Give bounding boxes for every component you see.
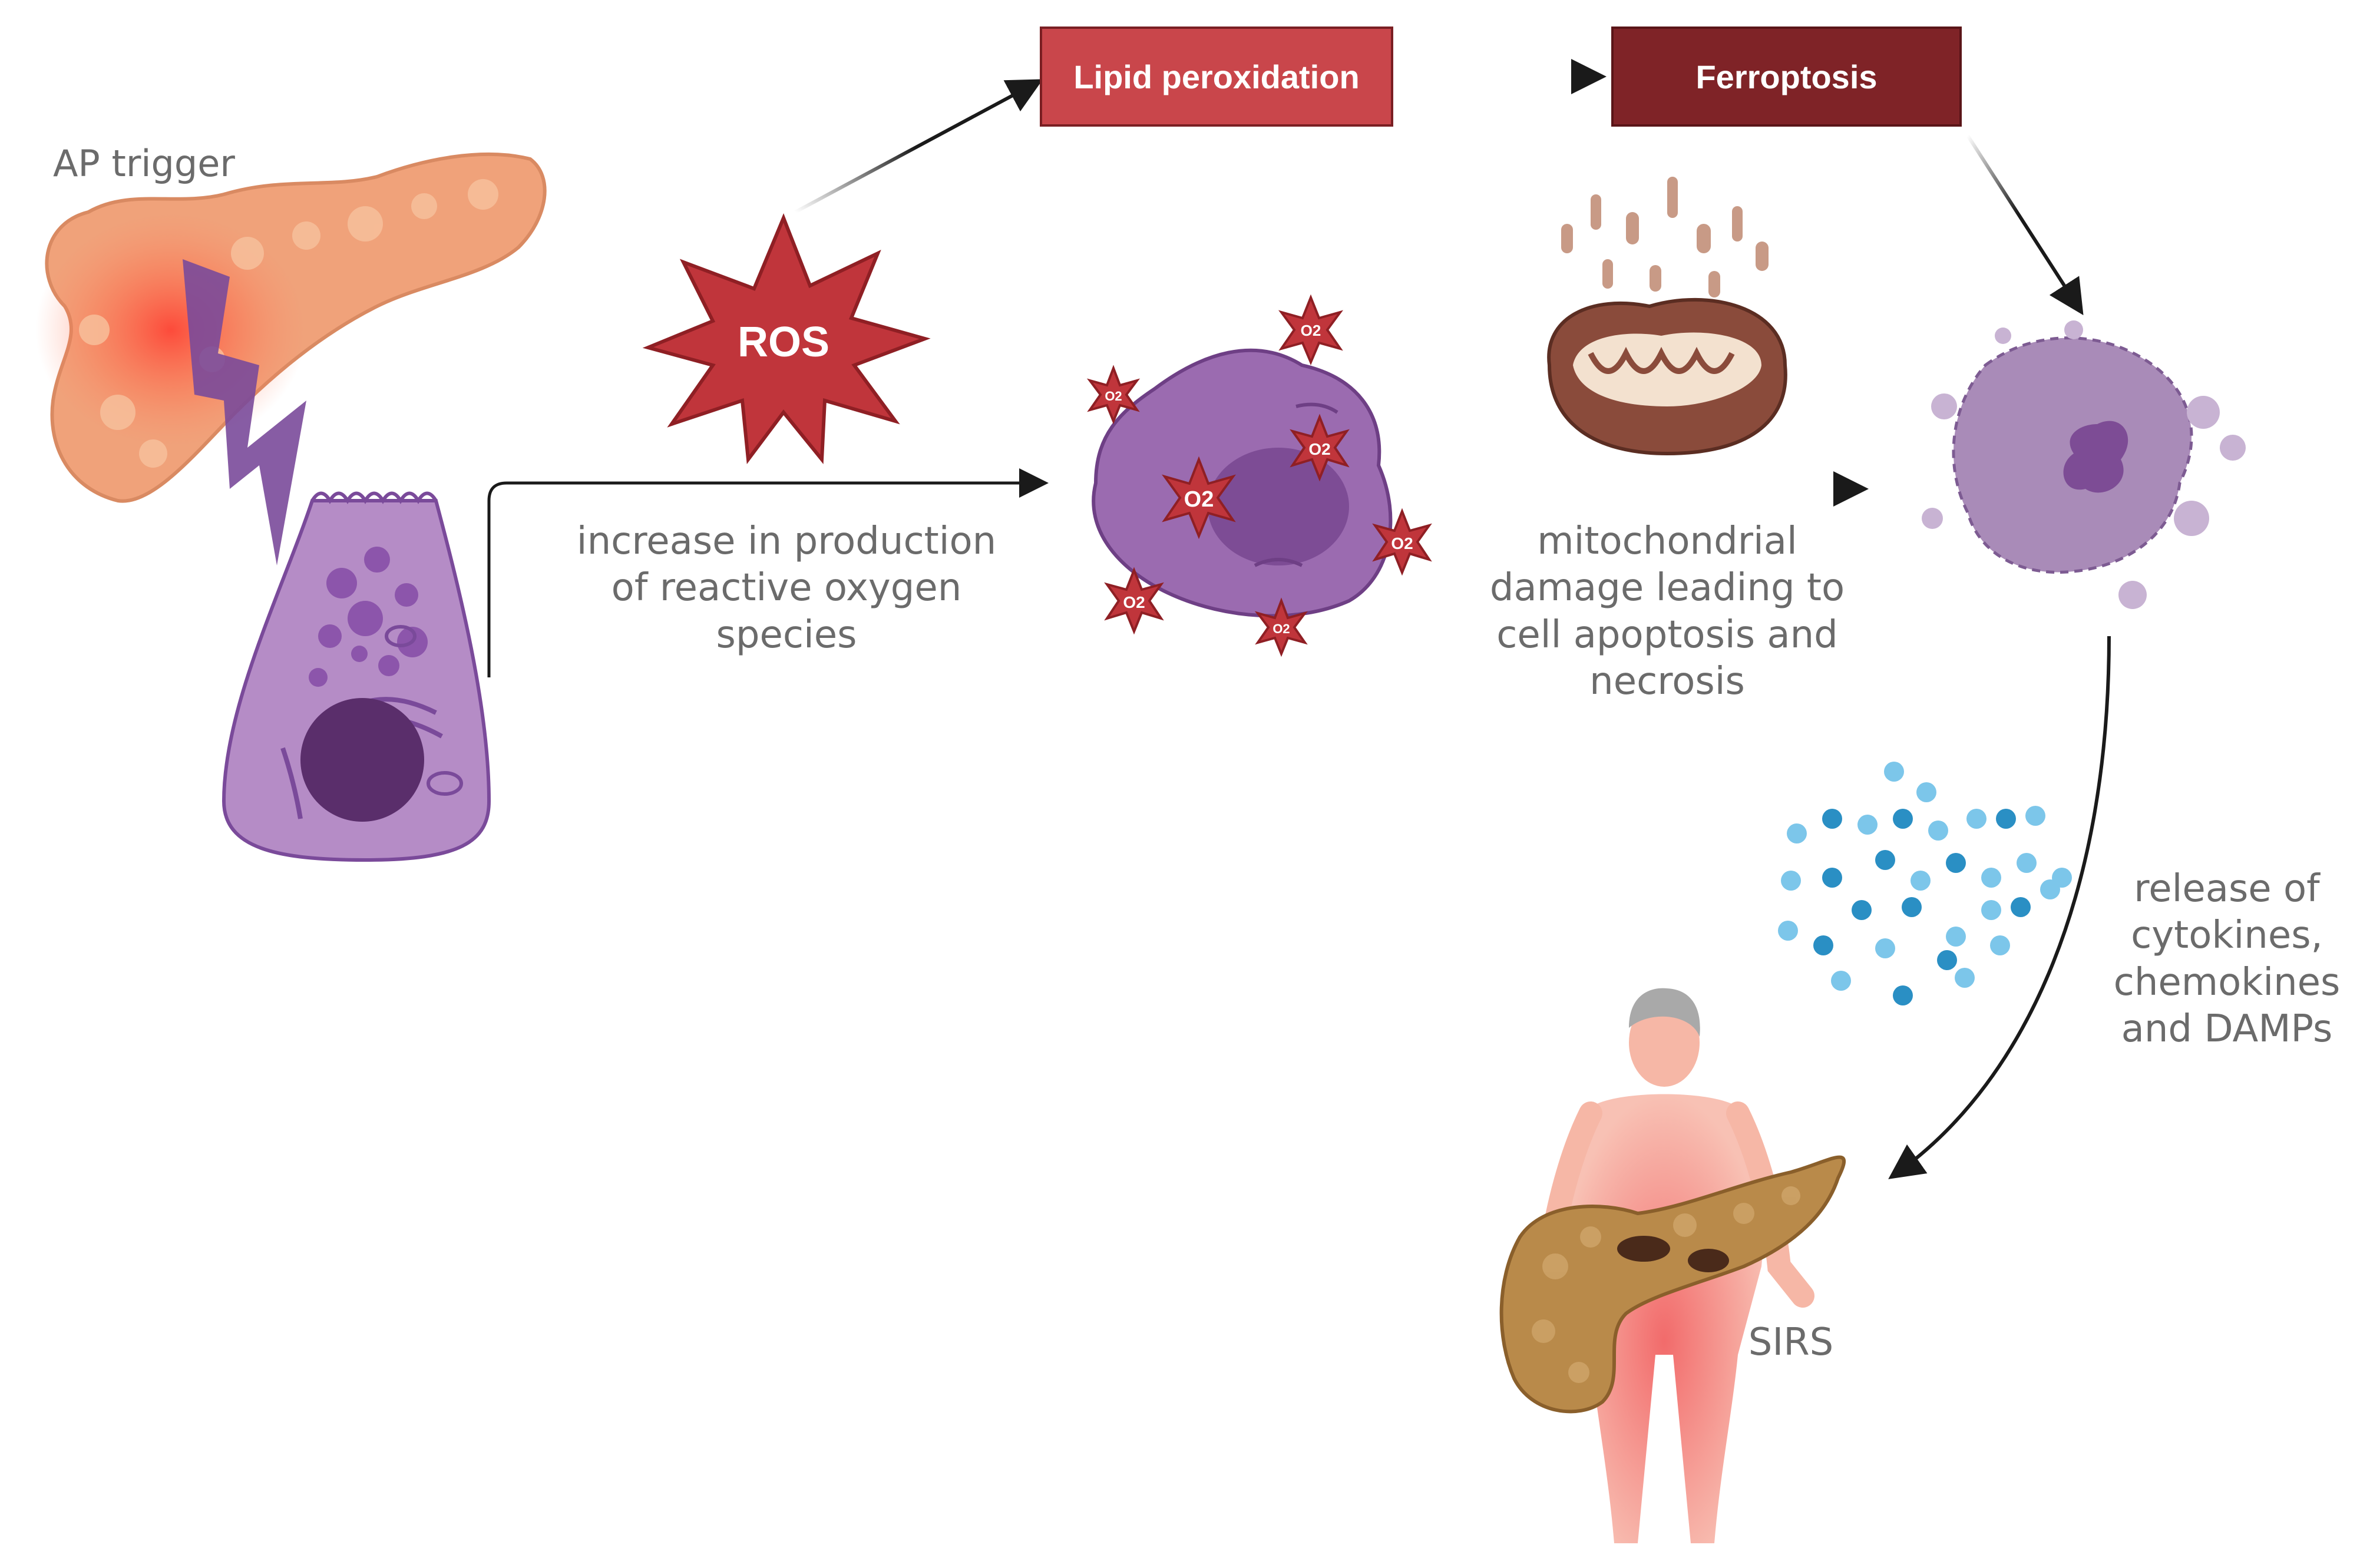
- lipid-peroxidation-box: Lipid peroxidation: [1040, 27, 1393, 127]
- dying-cell: [1922, 320, 2246, 609]
- arrow-ros-to-lipid: [794, 79, 1043, 214]
- arrow-ferroptosis-to-dying-cell: [1966, 134, 2084, 316]
- ferroptosis-box: Ferroptosis: [1611, 27, 1962, 127]
- ap-trigger-label: AP trigger: [53, 142, 235, 185]
- oxygen-radical-label: O2: [1184, 487, 1214, 512]
- oxygen-radical-label: O2: [1123, 593, 1145, 611]
- oxygen-radical-label: O2: [1272, 621, 1290, 636]
- ros-production-label: increase in production of reactive oxyge…: [576, 520, 997, 657]
- release-label: release of cytokines, chemokines and DAM…: [2113, 867, 2341, 1051]
- lightning-bolt-icon: [183, 259, 306, 565]
- oxygen-radical-label: O2: [1105, 389, 1122, 403]
- oxygen-radicals: [1086, 294, 1432, 657]
- arrow-to-sirs: [1888, 636, 2111, 1179]
- stressed-cell: [1092, 348, 1393, 618]
- ros-label: ROS: [737, 319, 830, 366]
- damaged-mitochondrion: [1547, 177, 1787, 456]
- nucleus: [300, 698, 424, 822]
- sirs-label: SIRS: [1748, 1321, 1834, 1364]
- mito-damage-label: mitochondrial damage leading to cell apo…: [1489, 520, 1845, 704]
- cytokine-particles: [1778, 762, 2072, 1005]
- oxygen-radical-label: O2: [1308, 440, 1330, 458]
- arrow-cell-to-ros-cell: [487, 468, 1049, 677]
- ros-burst: [642, 213, 931, 464]
- oxygen-radical-label: O2: [1301, 322, 1321, 339]
- stressed-nucleus: [1208, 448, 1349, 565]
- acinar-cell: [222, 491, 491, 862]
- oxygen-radical-label: O2: [1391, 534, 1413, 553]
- necrotic-pancreas: [1499, 1155, 1846, 1414]
